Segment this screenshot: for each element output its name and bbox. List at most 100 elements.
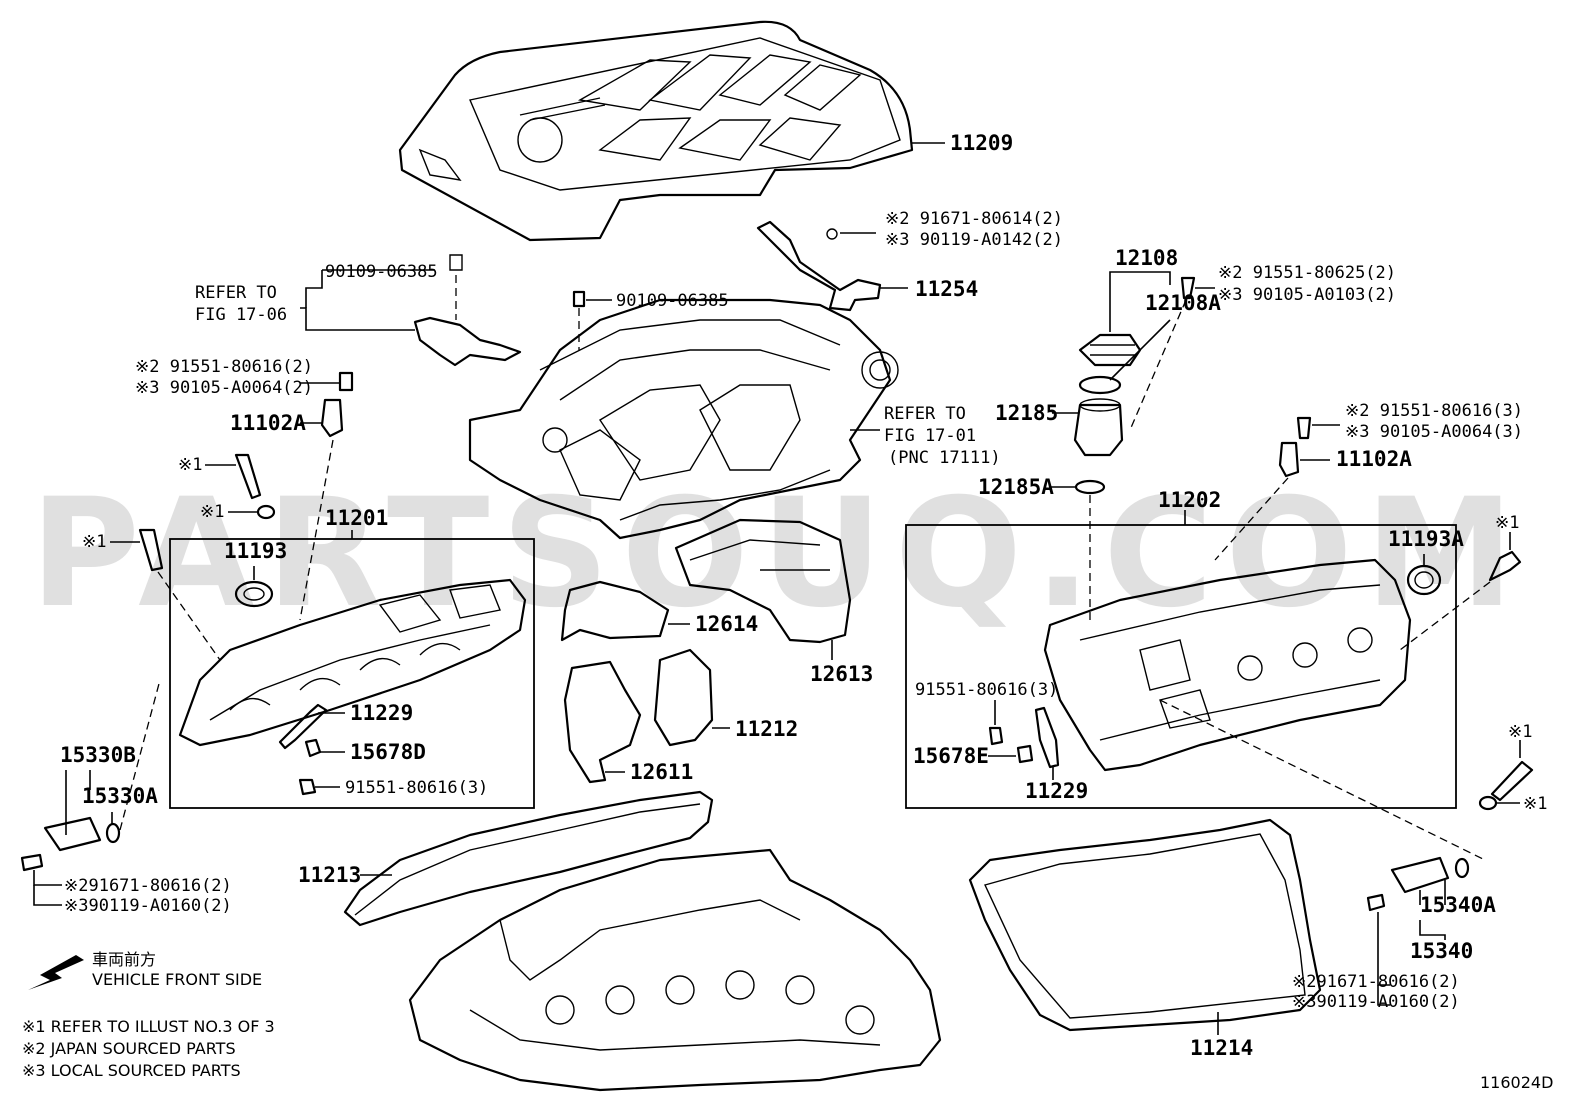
legend-2: ※2 JAPAN SOURCED PARTS [22, 1039, 236, 1058]
label-15330A[interactable]: 15330A [82, 784, 158, 808]
label-11212[interactable]: 11212 [735, 717, 798, 741]
insulator-11212[interactable] [653, 648, 714, 747]
label-15340A[interactable]: 15340A [1420, 893, 1496, 917]
bolt-91551-80616-3-right[interactable]: 91551-80616(3) [915, 680, 1058, 700]
note-left-1: ※2 91551-80616(2) [135, 357, 313, 377]
note-right2-2: ※3 90105-A0064(3) [1345, 422, 1523, 442]
label-11102A-right[interactable]: 11102A [1336, 447, 1412, 471]
gasket-11213[interactable] [343, 790, 714, 927]
label-12185A[interactable]: 12185A [978, 475, 1054, 499]
label-11102A-left[interactable]: 11102A [230, 411, 306, 435]
bolt-ocv-right[interactable] [1366, 893, 1386, 912]
note-left-2: ※3 90105-A0064(2) [135, 378, 313, 398]
filler-pipe-12185[interactable] [1073, 398, 1124, 457]
note-right-2: ※3 90105-A0103(2) [1218, 285, 1396, 305]
bracket-11254[interactable] [756, 220, 882, 312]
engine-cover-11209[interactable] [398, 20, 914, 242]
gasket-11229-left[interactable] [278, 703, 328, 750]
note-11254-1: ※2 91671-80614(2) [885, 209, 1063, 229]
label-11229-left[interactable]: 11229 [350, 701, 413, 725]
gasket-12108A[interactable] [1078, 375, 1122, 395]
note-left3-1: ※291671-80616(2) [64, 876, 232, 896]
bolt-91551-80616-left[interactable] [298, 778, 317, 796]
note-left3-2: ※390119-A0160(2) [64, 896, 232, 916]
legend-3: ※3 LOCAL SOURCED PARTS [22, 1061, 241, 1080]
washer-x1-f[interactable] [1478, 795, 1498, 811]
ocv-15340[interactable] [1390, 856, 1470, 894]
cam-sensor-11102A-left[interactable] [299, 398, 344, 621]
label-11229-right[interactable]: 11229 [1025, 779, 1088, 803]
vehicle-front-jp: 車両前方 [92, 950, 156, 969]
note-11254-2: ※3 90119-A0142(2) [885, 230, 1063, 250]
label-12614[interactable]: 12614 [695, 612, 758, 636]
bolt-91551-80616-right[interactable] [988, 726, 1004, 746]
figure-id: 116024D [1480, 1073, 1553, 1092]
bolt-x1-e[interactable] [1490, 760, 1534, 802]
bolt-90109-06385-a[interactable]: 90109-06385 [325, 262, 438, 282]
bolt-left-sensor[interactable] [338, 371, 354, 392]
label-11193[interactable]: 11193 [224, 539, 287, 563]
bolt-right-top[interactable] [1129, 276, 1196, 431]
bolt-x1-c[interactable] [138, 528, 221, 661]
note-right3-1: ※291671-80616(2) [1292, 972, 1460, 992]
label-11214[interactable]: 11214 [1190, 1036, 1253, 1060]
label-11201[interactable]: 11201 [325, 506, 388, 530]
note-right-1: ※2 91551-80625(2) [1218, 263, 1396, 283]
gasket-11214[interactable] [968, 818, 1322, 1032]
refer-fig-17-06-line2[interactable]: FIG 17-06 [195, 305, 287, 325]
label-15340[interactable]: 15340 [1410, 939, 1473, 963]
label-11202[interactable]: 11202 [1158, 488, 1221, 512]
label-12108[interactable]: 12108 [1115, 246, 1178, 270]
bolt-91551-80616-3-left[interactable]: 91551-80616(3) [345, 778, 488, 798]
bolt-ocv-left[interactable] [20, 853, 44, 872]
label-12613[interactable]: 12613 [810, 662, 873, 686]
intake-manifold[interactable] [468, 298, 899, 540]
oil-filler-cap-12108[interactable] [1078, 333, 1142, 367]
cylinder-head-cover-11201[interactable] [178, 578, 527, 747]
refer-fig-17-01-line1[interactable]: REFER TO [884, 404, 966, 424]
label-15330B[interactable]: 15330B [60, 743, 136, 767]
note-x1-b: ※1 [200, 502, 224, 522]
label-12611[interactable]: 12611 [630, 760, 693, 784]
label-11213[interactable]: 11213 [298, 863, 361, 887]
label-15678E[interactable]: 15678E [913, 744, 989, 768]
note-right3-2: ※390119-A0160(2) [1292, 992, 1460, 1012]
cam-sensor-11102A-right[interactable] [1214, 441, 1300, 561]
note-x1-e: ※1 [1508, 722, 1532, 742]
note-x1-a: ※1 [178, 455, 202, 475]
bolt-x1-d[interactable] [1399, 550, 1522, 651]
label-11209[interactable]: 11209 [950, 131, 1013, 155]
insulator-12613[interactable] [674, 518, 852, 644]
oil-seal-11193A[interactable] [1406, 564, 1442, 596]
plug-15678E[interactable] [1016, 744, 1034, 764]
bolt-90109-06385-b-part[interactable] [572, 290, 586, 350]
bolt-right-sensor[interactable] [1296, 416, 1312, 440]
note-x1-d: ※1 [1495, 513, 1519, 533]
bolt-x1-a[interactable] [234, 453, 262, 500]
ocv-15330[interactable] [43, 679, 161, 852]
gasket-11229-right[interactable] [1034, 706, 1060, 769]
cylinder-head [408, 848, 942, 1092]
group-box-11202 [905, 524, 1457, 809]
note-x1-c: ※1 [82, 532, 106, 552]
cylinder-head-cover-11202[interactable] [1043, 558, 1412, 772]
label-15678D[interactable]: 15678D [350, 740, 426, 764]
label-12185[interactable]: 12185 [995, 401, 1058, 425]
refer-fig-17-01-line3[interactable]: (PNC 17111) [888, 448, 1001, 468]
vehicle-front-arrow-icon [28, 955, 84, 990]
oil-seal-11193[interactable] [234, 580, 274, 608]
insulator-12611[interactable] [563, 660, 642, 784]
plug-15678D[interactable] [304, 738, 322, 758]
sensor-bracket[interactable] [413, 254, 522, 367]
note-x1-f: ※1 [1523, 794, 1547, 814]
refer-fig-17-06-line1[interactable]: REFER TO [195, 283, 277, 303]
label-11193A[interactable]: 11193A [1388, 527, 1464, 551]
insulator-12614[interactable] [560, 580, 670, 642]
refer-fig-17-01-line2[interactable]: FIG 17-01 [884, 426, 976, 446]
legend-1: ※1 REFER TO ILLUST NO.3 OF 3 [22, 1017, 275, 1036]
o-ring-12185A[interactable] [1074, 479, 1106, 620]
washer-x1-b[interactable] [256, 504, 276, 520]
label-11254[interactable]: 11254 [915, 277, 978, 301]
